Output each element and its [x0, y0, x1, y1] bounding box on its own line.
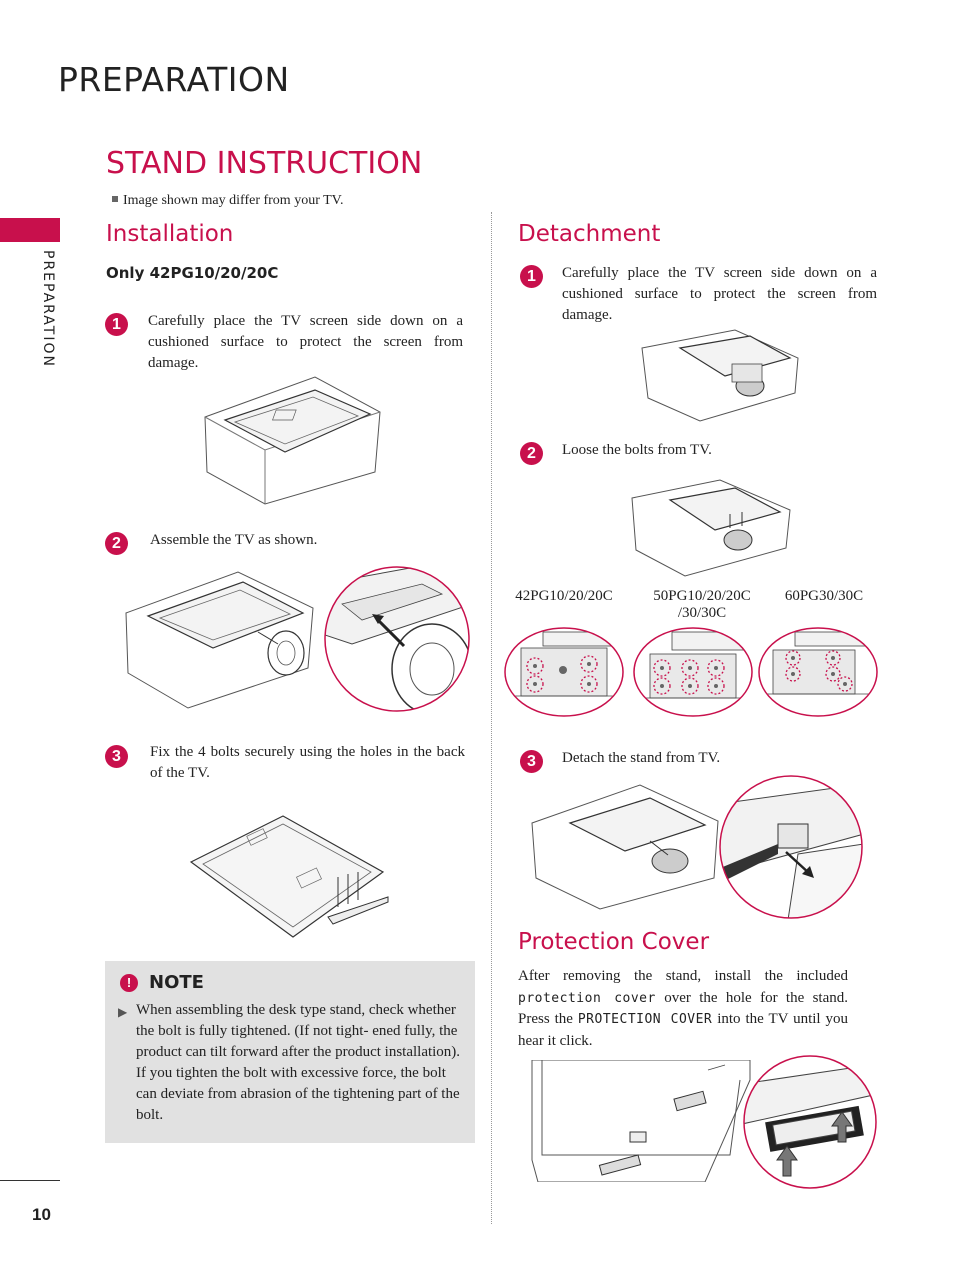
protection-cover-text: After removing the stand, install the in…: [518, 966, 848, 1052]
column-divider: [491, 212, 492, 1224]
detach-step-2-text: Loose the bolts from TV.: [562, 442, 712, 458]
protection-cover-term-2: PROTECTION COVER: [577, 1012, 713, 1027]
page-number: 10: [32, 1205, 51, 1224]
protection-cover-text-1: After removing the stand, install the in…: [518, 968, 848, 984]
model-label-1: 42PG10/20/20C: [515, 588, 613, 604]
bullet-square-icon: [112, 196, 118, 202]
protection-cover-detail-zoom: [743, 1055, 877, 1189]
detach-step-1-text: Carefully place the TV screen side down …: [562, 265, 877, 323]
fix-bolts-illustration: [189, 815, 389, 938]
bolt-pattern-42pg: [504, 627, 624, 717]
side-tab-marker: [0, 218, 60, 242]
protection-cover-heading: Protection Cover: [518, 929, 710, 955]
detach-step-2-badge: 2: [520, 442, 543, 465]
protection-cover-term-1: protection cover: [518, 990, 656, 1006]
note-box: [105, 961, 475, 1143]
detach-detail-zoom: [719, 775, 863, 919]
installation-model-note: Only 42PG10/20/20C: [106, 264, 279, 282]
note-text: When assembling the desk type stand, che…: [136, 1002, 461, 1123]
detach-step-1-badge: 1: [520, 265, 543, 288]
model-label-3: 60PG30/30C: [784, 588, 864, 604]
detach-step-3-text: Detach the stand from TV.: [562, 750, 721, 766]
section-title: STAND INSTRUCTION: [106, 146, 423, 181]
protection-cover-illustration: [531, 1060, 751, 1182]
detach-step-3-badge: 3: [520, 750, 543, 773]
side-label: PREPARATION: [40, 250, 56, 368]
install-step-3-badge: 3: [105, 745, 128, 768]
install-step-3-text: Fix the 4 bolts securely using the holes…: [150, 744, 465, 781]
installation-heading: Installation: [106, 221, 234, 247]
footer-rule: [0, 1180, 60, 1181]
disclaimer-text: Image shown may differ from your TV.: [123, 193, 344, 208]
tv-with-stand-on-cushion-illustration: [641, 329, 799, 422]
bolt-pattern-50pg: [633, 627, 753, 717]
detachment-heading: Detachment: [518, 221, 661, 247]
loosen-bolts-illustration: [631, 479, 791, 577]
exclamation-icon: !: [120, 974, 138, 992]
install-step-1-text: Carefully place the TV screen side down …: [148, 313, 463, 371]
image-disclaimer: Image shown may differ from your TV.: [112, 193, 343, 209]
assemble-tv-illustration: [125, 571, 314, 709]
install-step-2-text: Assemble the TV as shown.: [150, 532, 318, 548]
bolt-pattern-60pg: [758, 627, 878, 717]
page-header: PREPARATION: [58, 60, 290, 99]
assemble-detail-zoom: [324, 566, 470, 712]
protection-cover-text-3: into the TV until you hear it click.: [518, 1011, 849, 1049]
protection-cover-text-2: over the hole for the stand. Press the: [518, 989, 849, 1028]
model-label-2: 50PG10/20/20C /30/30C: [653, 588, 751, 621]
note-label: NOTE: [149, 972, 204, 993]
triangle-bullet-icon: ▶: [118, 1005, 128, 1019]
install-step-2-badge: 2: [105, 532, 128, 555]
tv-on-cushion-illustration: [204, 376, 381, 505]
install-step-1-badge: 1: [105, 313, 128, 336]
detach-stand-illustration: [531, 784, 719, 910]
